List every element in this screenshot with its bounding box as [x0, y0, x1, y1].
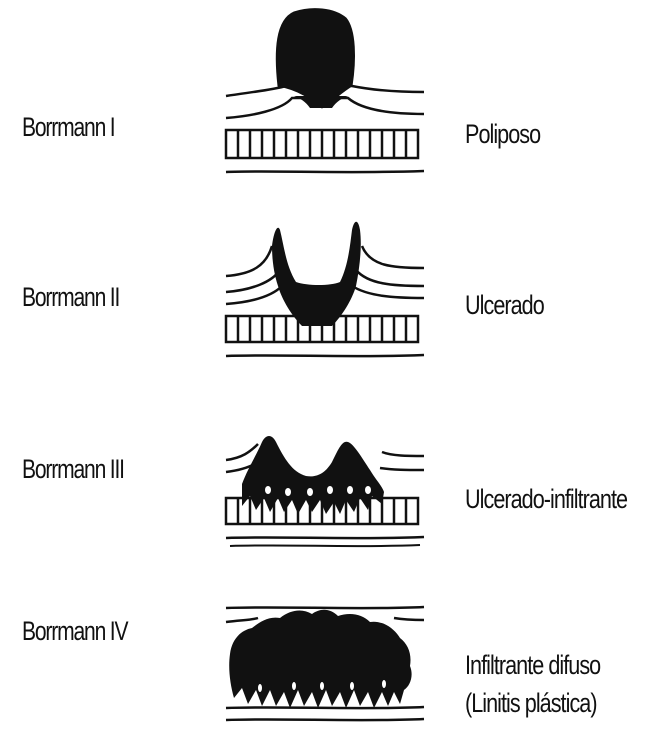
description-line: Infiltrante difuso — [465, 646, 600, 684]
row-borrmann-4: Borrmann IV Infiltrante difuso (Linitis … — [0, 558, 668, 743]
description-line: Poliposo — [465, 115, 540, 153]
description-line: Ulcerado-infiltrante — [465, 480, 627, 518]
row-borrmann-3: Borrmann III — [0, 372, 668, 558]
diagram-diffuse-infiltrating — [222, 558, 428, 743]
row-borrmann-1: Borrmann I — [0, 0, 668, 186]
type-label: Borrmann II — [22, 282, 119, 313]
diagram-ulcerated-infiltrating — [222, 372, 428, 558]
ulcerated-lesion-illustration — [222, 186, 428, 372]
type-label: Borrmann I — [22, 112, 114, 143]
description-line: Ulcerado — [465, 286, 544, 324]
type-label: Borrmann IV — [22, 616, 127, 647]
description-label: Ulcerado-infiltrante — [465, 480, 627, 518]
type-label: Borrmann III — [22, 454, 124, 485]
diffuse-infiltrating-lesion-illustration — [222, 558, 428, 743]
description-line: (Linitis plástica) — [465, 684, 600, 722]
description-label: Poliposo — [465, 115, 540, 153]
description-label: Infiltrante difuso (Linitis plástica) — [465, 646, 600, 722]
diagram-ulcerated — [222, 186, 428, 372]
row-borrmann-2: Borrmann II — [0, 186, 668, 372]
description-label: Ulcerado — [465, 286, 544, 324]
polypoid-lesion-illustration — [222, 0, 428, 186]
diagram-polypoid — [222, 0, 428, 186]
ulcerated-infiltrating-lesion-illustration — [222, 372, 428, 558]
